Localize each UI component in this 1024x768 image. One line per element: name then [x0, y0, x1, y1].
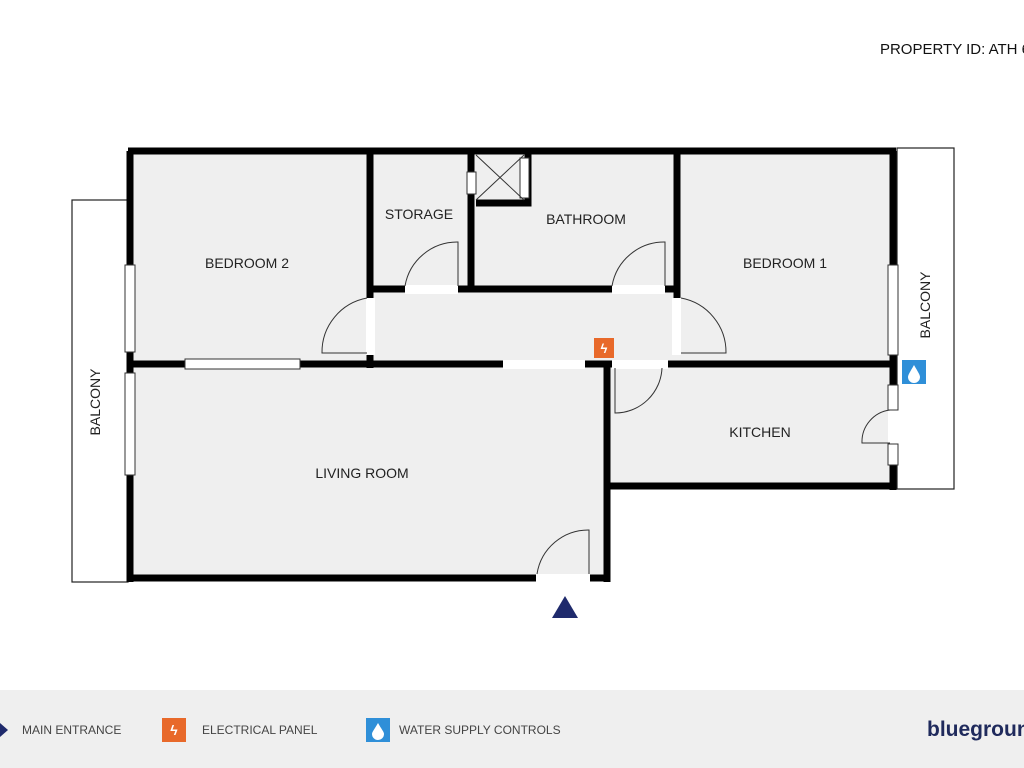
windows	[124, 157, 899, 476]
legend-water-supply: WATER SUPPLY CONTROLS	[399, 723, 561, 737]
room-label-bedroom1: BEDROOM 1	[743, 255, 827, 271]
room-label-balcony-left: BALCONY	[87, 368, 103, 436]
brand-logo: bluegroun	[927, 718, 1024, 741]
room-label-bathroom: BATHROOM	[546, 211, 626, 227]
main-entrance-icon	[552, 596, 578, 618]
living-room-floor	[130, 364, 607, 578]
upper-rooms-floor	[130, 151, 893, 365]
electrical-panel-legend-icon: ϟ	[162, 718, 186, 742]
balcony-left	[71, 199, 129, 583]
water-supply-legend-icon	[366, 718, 390, 742]
legend-footer: MAIN ENTRANCE ϟ ELECTRICAL PANEL WATER S…	[0, 690, 1024, 768]
room-label-balcony-right: BALCONY	[917, 271, 933, 339]
shower-icon	[475, 154, 525, 201]
floor-plan: BEDROOM 2 STORAGE BATHROOM BEDROOM 1 KIT…	[71, 147, 955, 618]
room-label-bedroom2: BEDROOM 2	[205, 255, 289, 271]
room-label-kitchen: KITCHEN	[729, 424, 790, 440]
room-label-storage: STORAGE	[385, 206, 453, 222]
legend-main-entrance: MAIN ENTRANCE	[22, 723, 122, 737]
main-entrance-legend-icon	[0, 723, 8, 737]
property-id: PROPERTY ID: ATH 6	[879, 41, 1024, 58]
svg-text:ϟ: ϟ	[601, 341, 608, 356]
room-label-living-room: LIVING ROOM	[315, 465, 408, 481]
legend-electrical-panel: ELECTRICAL PANEL	[202, 723, 318, 737]
water-supply-icon	[902, 360, 926, 384]
doors	[321, 241, 898, 583]
kitchen-floor	[607, 364, 893, 486]
balcony-right	[896, 147, 955, 490]
electrical-panel-icon: ϟ	[594, 338, 614, 358]
